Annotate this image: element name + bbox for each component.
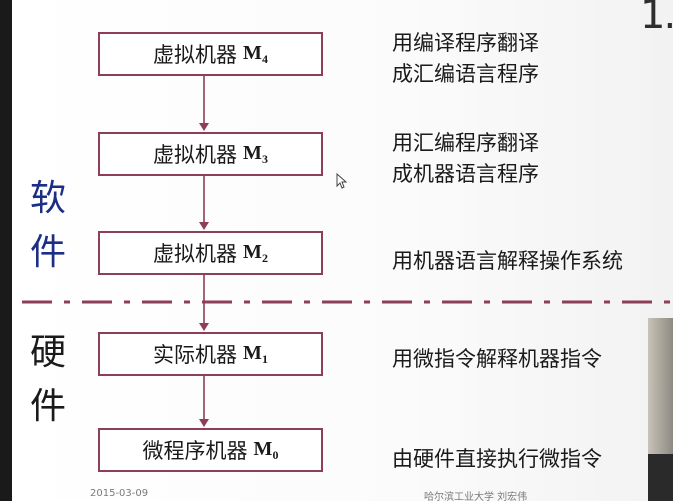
description-m1: 用微指令解释机器指令 bbox=[392, 347, 602, 371]
machine-symbol: M2 bbox=[243, 240, 268, 265]
window-left-edge bbox=[0, 0, 12, 501]
arrow-m4-to-m3 bbox=[199, 76, 209, 131]
footer-author: 哈尔滨工业大学 刘宏伟 bbox=[424, 492, 528, 501]
software-hardware-divider bbox=[22, 300, 673, 304]
description-m2: 用机器语言解释操作系统 bbox=[392, 249, 623, 273]
machine-box-label: 微程序机器 bbox=[142, 439, 248, 463]
machine-index: 0 bbox=[272, 447, 279, 462]
description-m0: 由硬件直接执行微指令 bbox=[392, 447, 602, 471]
arrow-m3-to-m2 bbox=[199, 176, 209, 230]
footer-date: 2015-03-09 bbox=[90, 488, 149, 499]
machine-symbol: M3 bbox=[243, 141, 268, 166]
machine-symbol: M1 bbox=[243, 341, 268, 366]
software-label-text: 软 件 bbox=[29, 178, 66, 273]
description-m4: 用编译程序翻译 成汇编语言程序 bbox=[392, 31, 539, 86]
machine-index: 3 bbox=[261, 151, 268, 166]
machine-box-label: 虚拟机器 bbox=[153, 43, 238, 67]
machine-box-label: 虚拟机器 bbox=[153, 242, 238, 266]
machine-index: 2 bbox=[261, 250, 268, 265]
hardware-label: 硬 件 bbox=[26, 326, 70, 434]
machine-symbol: M4 bbox=[243, 41, 268, 66]
software-label: 软 件 bbox=[26, 172, 70, 280]
description-m3: 用汇编程序翻译 成机器语言程序 bbox=[392, 131, 539, 186]
machine-index: 4 bbox=[261, 51, 268, 66]
arrow-m1-to-m0 bbox=[199, 376, 209, 427]
machine-symbol: M0 bbox=[253, 437, 279, 462]
machine-box-label: 虚拟机器 bbox=[153, 143, 238, 167]
hardware-label-text: 硬 件 bbox=[29, 332, 66, 427]
slide-number: 1. bbox=[640, 0, 673, 38]
machine-box-label: 实际机器 bbox=[153, 343, 238, 367]
video-overlay-dark bbox=[648, 454, 673, 501]
mouse-cursor-icon bbox=[336, 173, 348, 189]
machine-index: 1 bbox=[261, 351, 268, 366]
video-overlay-edge bbox=[648, 318, 673, 501]
